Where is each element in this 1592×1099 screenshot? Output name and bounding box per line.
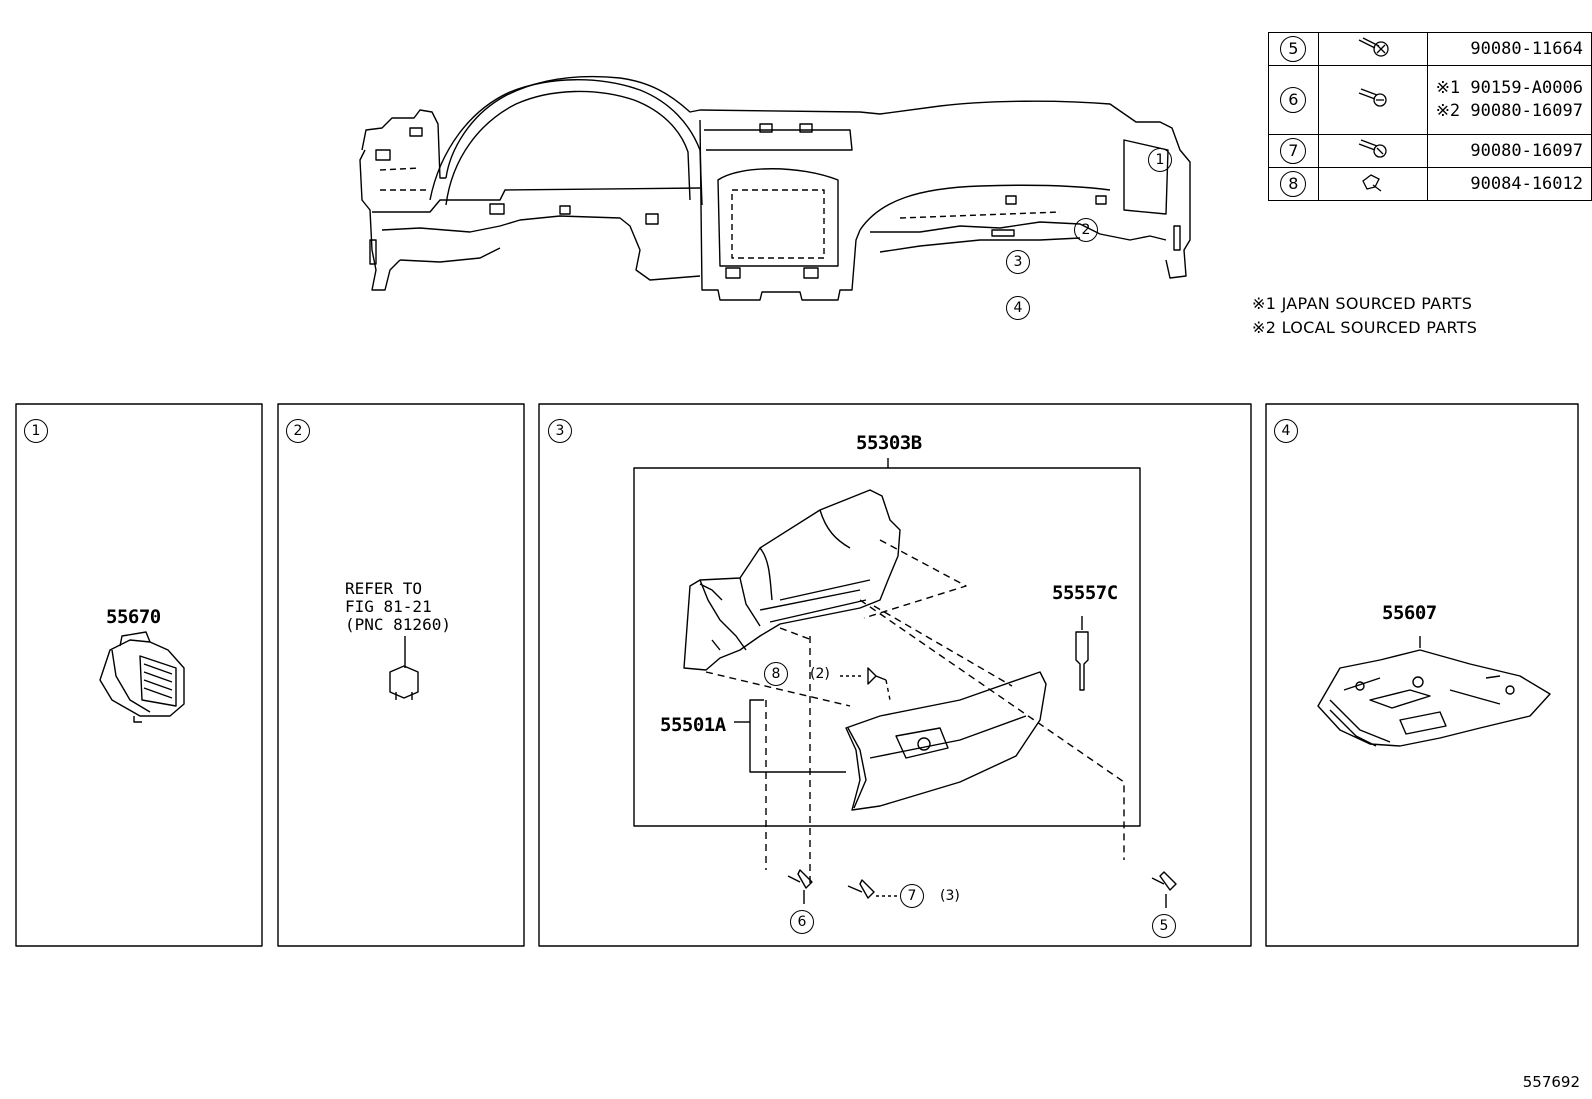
pnc-label: 55670: [106, 606, 161, 628]
tapping-screw-icon: [1358, 138, 1387, 158]
pnc-label: 55557C: [1052, 582, 1118, 604]
glove-box-illustration: [633, 458, 1177, 908]
overview-callout-3: 3: [1006, 250, 1030, 274]
overview-callout-4: 4: [1006, 296, 1030, 320]
figure-id: 557692: [1522, 1073, 1580, 1091]
panel-number-3: 3: [548, 419, 572, 443]
callout-8: 8: [764, 662, 788, 686]
pnc-label: 55501A: [660, 714, 726, 736]
table-row: 6 ※1 90159-A0006 ※2 90080-16097: [1268, 65, 1592, 135]
flange-bolt-icon: [1358, 36, 1389, 57]
ref-circle: 7: [1280, 138, 1307, 164]
part-number-local: ※2 90080-16097: [1435, 101, 1583, 121]
panel-frame-2: [277, 403, 525, 947]
overview-callout-2: 2: [1074, 218, 1098, 242]
ref-circle: 8: [1280, 171, 1307, 197]
table-row: 5 90080-11664: [1268, 32, 1592, 66]
part-number: 90080-11664: [1427, 32, 1592, 66]
part-number: 90080-16097: [1427, 134, 1592, 168]
part-number-japan: ※1 90159-A0006: [1435, 78, 1583, 99]
panel-number-2: 2: [286, 419, 310, 443]
clip-fastener-icon: [1362, 173, 1382, 192]
ref-circle: 6: [1280, 87, 1307, 113]
panel-frame-4: [1265, 403, 1579, 947]
screw-icon: [1358, 87, 1387, 107]
panel-number-1: 1: [24, 419, 48, 443]
air-vent-illustration: [99, 631, 185, 723]
callout-6: 6: [790, 910, 814, 934]
instrument-panel-illustration: [359, 75, 1191, 301]
callout-7: 7: [900, 884, 924, 908]
part-number: 90084-16012: [1427, 167, 1592, 201]
callout-5: 5: [1152, 914, 1176, 938]
overview-callout-1: 1: [1148, 148, 1172, 172]
clip-illustration: [389, 636, 419, 700]
panel-frame-1: [15, 403, 263, 947]
table-row: 8 90084-16012: [1268, 167, 1592, 201]
refer-to-note: REFER TO FIG 81-21 (PNC 81260): [345, 579, 451, 634]
note-local-sourced: ※2 LOCAL SOURCED PARTS: [1252, 318, 1478, 337]
panel-frame-3: [538, 403, 1252, 947]
table-row: 7 90080-16097: [1268, 134, 1592, 168]
note-japan-sourced: ※1 JAPAN SOURCED PARTS: [1252, 294, 1473, 313]
pnc-label: 55303B: [856, 432, 922, 454]
fastener-parts-table: 5 90080-11664 6 ※1 90159-A0006 ※2 90080-…: [1268, 32, 1592, 201]
qty-label: (3): [940, 888, 960, 904]
panel-number-4: 4: [1274, 419, 1298, 443]
pnc-label: 55607: [1382, 602, 1437, 624]
qty-label: (2): [810, 666, 830, 682]
ref-circle: 5: [1280, 36, 1307, 62]
under-cover-illustration: [1317, 636, 1551, 747]
